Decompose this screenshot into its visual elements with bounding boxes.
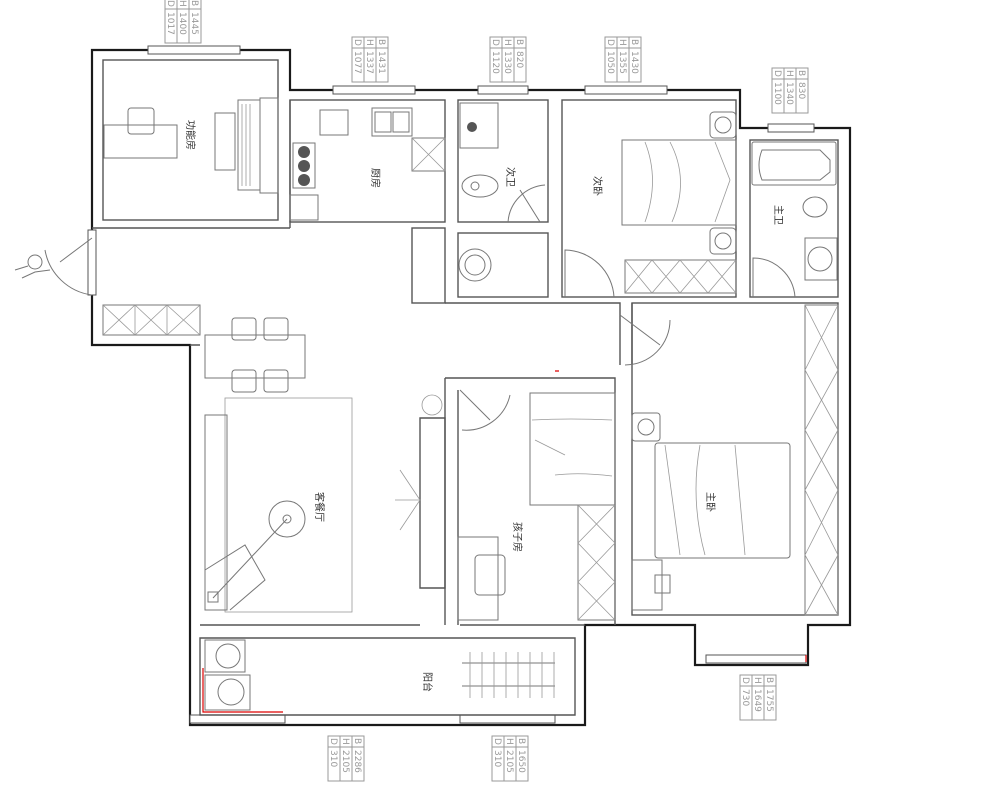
window-tag-d-label: D: [740, 677, 750, 684]
master-bath-fixtures: [751, 141, 838, 298]
room-label-function-room: 功能房: [184, 120, 197, 150]
red-markers: [202, 370, 807, 713]
window-tag-h-value: 1355: [617, 51, 627, 74]
room-label-master-bedroom: 主卧: [704, 492, 717, 512]
window-tag-frame: [327, 735, 365, 782]
window-tag-d-value: 1017: [165, 12, 175, 35]
window-tag-h-value: 1400: [177, 12, 187, 35]
window-tag-b-value: 1650: [516, 750, 526, 773]
window-tag-d-value: 730: [740, 689, 750, 706]
window-tag-d-label: D: [772, 70, 782, 77]
window-tag-h-label: H: [502, 39, 512, 46]
kitchen-fixtures: [289, 107, 446, 221]
room-label-kitchen: 厨房: [369, 168, 382, 188]
window-tag-d-label: D: [165, 0, 175, 7]
master-bedroom-furniture: [631, 304, 839, 616]
window-tag-d-value: 310: [492, 750, 502, 767]
function-room-furniture: [103, 97, 279, 194]
room-label-living-dining: 客餐厅: [313, 492, 326, 522]
window-tag-b-value: 1755: [764, 689, 774, 712]
window-tag-d-label: D: [490, 39, 500, 46]
window-tag-h-value: 1649: [752, 689, 762, 712]
person-figure: [14, 254, 51, 279]
window-tag-h-label: H: [364, 39, 374, 46]
window-tag-h-label: H: [617, 39, 627, 46]
hall-door: [619, 314, 671, 366]
window-tag-b-value: 830: [796, 82, 806, 99]
window-tag-grid: [328, 736, 364, 781]
window-tag-grid: [605, 37, 641, 82]
window-tag-grid: [490, 37, 526, 82]
window-tag-b-value: 1445: [189, 12, 199, 35]
window-tag-frame: [491, 735, 529, 782]
entrance-door: [44, 237, 93, 296]
room-label-secondary-bath: 次卫: [504, 167, 517, 187]
window-tag-frame: [739, 674, 777, 721]
window-tag-grid: [492, 736, 528, 781]
room-label-secondary-bedroom: 次卧: [591, 176, 604, 196]
window-tag-b-label: B: [516, 738, 526, 744]
window-tag-frame: [489, 36, 527, 83]
window-tag-d-label: D: [328, 738, 338, 745]
secondary-bedroom-furniture: [564, 111, 737, 298]
window-tag-h-label: H: [177, 0, 187, 7]
window-tag-b-label: B: [376, 39, 386, 45]
window-tag-d-value: 1100: [772, 82, 782, 105]
window-tag-frame: [604, 36, 642, 83]
storage-cabinets: [102, 304, 201, 336]
living-furniture: [204, 394, 443, 613]
window-tag-b-label: B: [352, 738, 362, 744]
window-tag-d-value: 1050: [605, 51, 615, 74]
window-tag-h-value: 2105: [504, 750, 514, 773]
window-tag-b-value: 2286: [352, 750, 362, 773]
window-tag-grid: [772, 68, 808, 113]
window-tag-grid: [740, 675, 776, 720]
window-tag-d-label: D: [605, 39, 615, 46]
room-label-balcony: 阳台: [421, 672, 434, 692]
interior-walls: [92, 59, 839, 716]
window-tag-b-label: B: [764, 677, 774, 683]
window-tag-b-label: B: [514, 39, 524, 45]
window-tag-b-value: 1430: [629, 51, 639, 74]
window-tag-grid: [352, 37, 388, 82]
window-tag-d-value: 310: [328, 750, 338, 767]
window-tag-d-label: D: [352, 39, 362, 46]
window-tag-h-label: H: [504, 738, 514, 745]
window-tag-h-value: 1340: [784, 82, 794, 105]
balcony-fixtures: [204, 639, 555, 711]
window-tag-d-value: 1120: [490, 51, 500, 74]
window-tag-b-label: B: [629, 39, 639, 45]
window-tag-frame: [164, 0, 202, 44]
room-label-master-bath: 主卫: [772, 205, 784, 225]
window-tag-grid: [165, 0, 201, 43]
window-tag-h-label: H: [340, 738, 350, 745]
window-tag-h-value: 2105: [340, 750, 350, 773]
window-tag-b-value: 1431: [376, 51, 386, 74]
window-tag-h-value: 1330: [502, 51, 512, 74]
windows: [87, 45, 815, 724]
window-tag-frame: [771, 67, 809, 114]
window-tags: D1017H1400B1445D1077H1337B1431D1120H1330…: [164, 0, 809, 782]
room-label-kids-room: 孩子房: [511, 522, 524, 552]
kids-room-furniture: [457, 389, 616, 621]
window-tag-frame: [351, 36, 389, 83]
window-tag-h-label: H: [752, 677, 762, 684]
window-tag-b-value: 820: [514, 51, 524, 68]
window-tag-b-label: B: [189, 0, 199, 6]
window-tag-b-label: B: [796, 70, 806, 76]
dining-set: [204, 317, 306, 393]
window-tag-d-label: D: [492, 738, 502, 745]
window-tag-d-value: 1077: [352, 51, 362, 74]
window-tag-h-value: 1337: [364, 51, 374, 74]
window-tag-h-label: H: [784, 70, 794, 77]
secondary-bath-fixtures: [458, 102, 546, 282]
